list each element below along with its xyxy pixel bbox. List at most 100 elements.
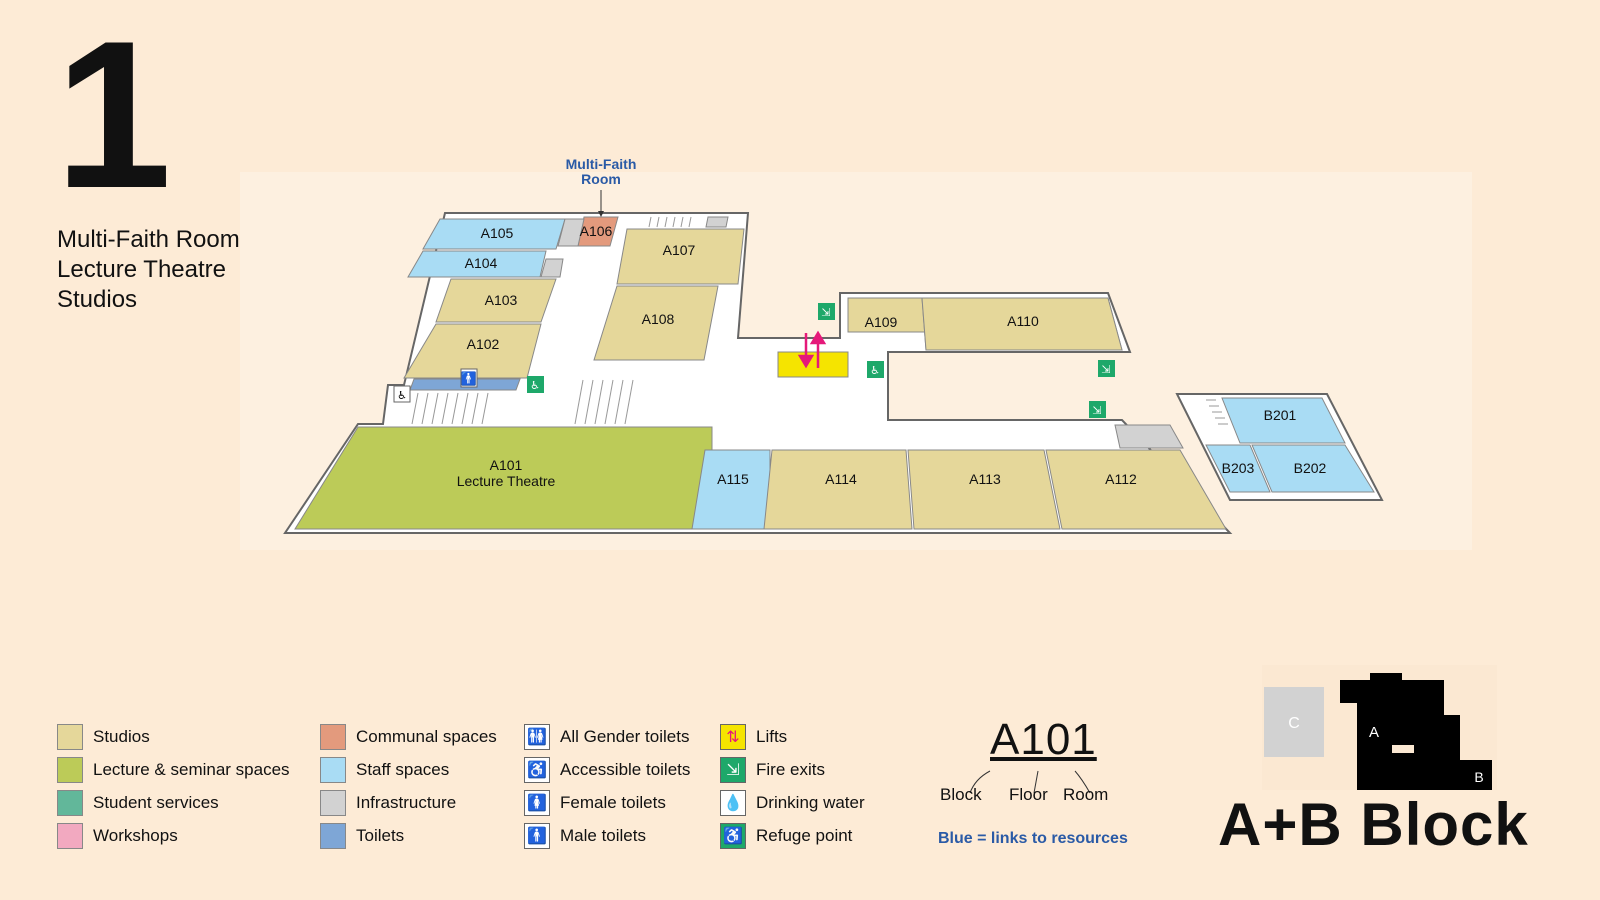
swatch	[320, 789, 346, 816]
room-label-a102: A102	[467, 336, 500, 352]
room-label-a105: A105	[481, 225, 514, 241]
legend-item-female: 🚺 Female toilets	[524, 786, 690, 819]
keymap-label-c: C	[1288, 715, 1300, 732]
room-label-a104: A104	[465, 255, 498, 271]
legend-item-staff: Staff spaces	[320, 753, 497, 786]
swatch	[57, 822, 83, 849]
floor-highlight[interactable]: Lecture Theatre	[57, 256, 226, 283]
legend-column-categories: Studios Lecture & seminar spaces Student…	[57, 720, 290, 852]
room-a107[interactable]	[616, 228, 745, 285]
keymap-block-c[interactable]	[1264, 687, 1324, 757]
room-label-a108: A108	[642, 311, 675, 327]
room-label-a106: A106	[580, 223, 613, 239]
legend-item-lifts: ⇅ Lifts	[720, 720, 865, 753]
room-a113[interactable]	[907, 449, 1061, 530]
legend-item-fire-exits: ⇲Fire exits	[720, 753, 865, 786]
svg-text:🚹: 🚹	[461, 371, 477, 387]
room-a115[interactable]	[691, 449, 771, 530]
refuge-point-icon: ♿	[720, 822, 746, 849]
floor-number: 1	[55, 0, 172, 232]
room-a114[interactable]	[763, 449, 913, 530]
legend-label: Lecture & seminar spaces	[93, 759, 290, 779]
fire-exit-icon: ⇲ ⇲ ⇲	[818, 303, 1115, 418]
refuge-point-icon: ♿ ♿	[527, 361, 884, 393]
room-label-a113: A113	[969, 471, 1001, 487]
room-code-floor: Floor	[1009, 785, 1048, 804]
room-a103[interactable]	[435, 278, 557, 323]
block-key-map: C A B	[1262, 665, 1497, 790]
room-a112[interactable]	[1045, 449, 1227, 530]
legend-item-accessible: ♿Accessible toilets	[524, 753, 690, 786]
legend-label: Studios	[93, 726, 150, 746]
room-code-room: Room	[1063, 785, 1109, 804]
floor-highlights: Multi-Faith Room Lecture Theatre Studios	[57, 225, 240, 315]
infra-1	[557, 218, 585, 247]
keymap-block-b[interactable]	[1465, 760, 1492, 790]
room-b203[interactable]	[1205, 444, 1271, 493]
legend-column-facilities: ⇅ Lifts ⇲Fire exits 💧 Drinking water ♿Refu…	[720, 720, 865, 852]
svg-text:♿: ♿	[870, 364, 880, 377]
legend-column-spaces: Communal spaces Staff spaces Infrastruct…	[320, 720, 497, 852]
swatch	[320, 822, 346, 849]
room-b201[interactable]	[1221, 397, 1346, 444]
svg-text:♿: ♿	[530, 379, 540, 392]
legend-column-toilets: 🚻All Gender toilets ♿Accessible toilets …	[524, 720, 690, 852]
svg-text:⇲: ⇲	[1101, 363, 1110, 376]
swatch	[57, 723, 83, 750]
keymap-label-a: A	[1369, 724, 1379, 741]
floor-highlight[interactable]: Multi-Faith Room	[57, 226, 240, 253]
infra-4	[1114, 424, 1184, 449]
male-toilet-icon: 🚹	[524, 822, 550, 849]
room-a110-fill	[921, 297, 1123, 351]
lift-icon: ⇅	[720, 723, 746, 750]
legend-label: Toilets	[356, 825, 405, 845]
legend-label: Workshops	[93, 825, 178, 845]
legend-item-infrastructure: Infrastructure	[320, 786, 497, 819]
keymap-block-a[interactable]	[1340, 673, 1470, 790]
infra-3	[705, 216, 729, 228]
legend-label: All Gender toilets	[560, 726, 690, 746]
legend-item-refuge-point: ♿Refuge point	[720, 819, 865, 852]
floor-highlight[interactable]: Studios	[57, 286, 138, 313]
drinking-water-icon: 💧	[720, 789, 746, 816]
legend-label: Infrastructure	[356, 792, 457, 812]
legend-label: Student services	[93, 792, 219, 812]
legend-label: Fire exits	[756, 759, 825, 779]
room-label-a103: A103	[485, 292, 518, 308]
room-a105[interactable]	[422, 218, 566, 250]
legend-label: Drinking water	[756, 792, 865, 812]
legend-item-student-services: Student services	[57, 786, 290, 819]
lift-icon	[797, 330, 827, 369]
links-note: Blue = links to resources	[938, 830, 1128, 847]
legend-item-communal: Communal spaces	[320, 720, 497, 753]
female-toilet-icon: 🚺	[524, 789, 550, 816]
callout-arrowhead	[598, 211, 604, 217]
room-a104[interactable]	[407, 250, 547, 278]
room-label-b201: B201	[1264, 407, 1297, 423]
legend-item-workshops: Workshops	[57, 819, 290, 852]
legend-item-toilets: Toilets	[320, 819, 497, 852]
room-label-a101-name: Lecture Theatre	[457, 473, 556, 489]
room-label-a109: A109	[865, 314, 898, 330]
room-label-a110: A110	[1007, 313, 1039, 329]
block-title: A+B Block	[1218, 791, 1529, 858]
multi-faith-callout-line2[interactable]: Room	[581, 171, 621, 187]
accessible-toilet-icon: ♿	[393, 385, 411, 403]
swatch	[320, 723, 346, 750]
legend-item-lecture: Lecture & seminar spaces	[57, 753, 290, 786]
accessible-toilet-icon: ♿	[524, 756, 550, 783]
room-code-block: Block	[940, 785, 982, 804]
room-b202[interactable]	[1251, 444, 1375, 493]
svg-text:⇲: ⇲	[1092, 404, 1101, 417]
room-label-b202: B202	[1294, 460, 1327, 476]
legend-item-male: 🚹Male toilets	[524, 819, 690, 852]
multi-faith-callout[interactable]: Multi-Faith	[566, 156, 637, 172]
keymap-notch	[1392, 745, 1414, 753]
room-label-a101: A101	[490, 457, 523, 473]
legend-label: Lifts	[756, 726, 788, 746]
room-label-a112: A112	[1105, 471, 1137, 487]
room-a108[interactable]	[593, 285, 719, 361]
legend-label: Female toilets	[560, 792, 666, 812]
legend-label: Communal spaces	[356, 726, 497, 746]
